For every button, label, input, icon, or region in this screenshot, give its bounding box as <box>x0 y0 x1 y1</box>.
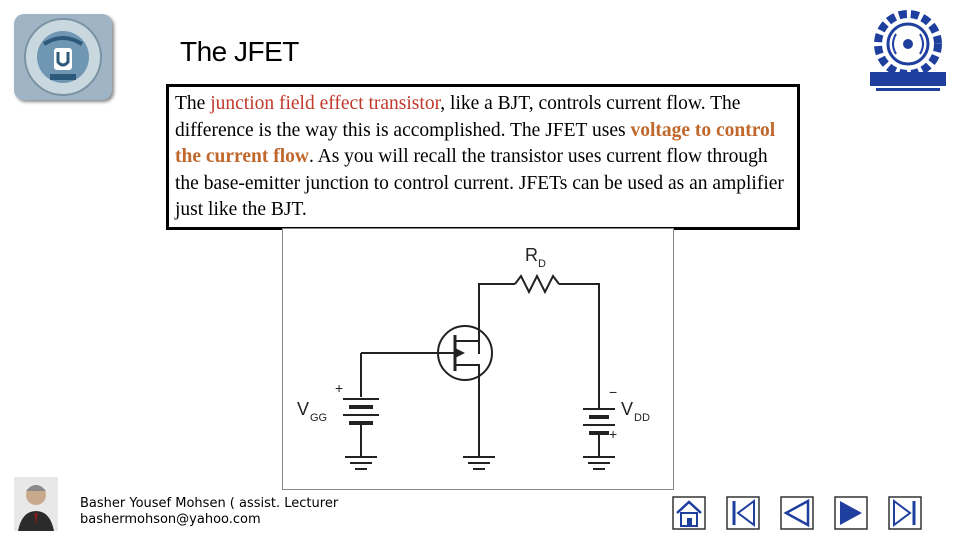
jfet-circuit-diagram: R D V GG + V DD − + <box>282 228 674 490</box>
first-slide-button[interactable] <box>726 496 760 530</box>
college-logo <box>866 8 950 94</box>
next-slide-icon <box>834 496 868 530</box>
rd-subscript: D <box>538 258 546 270</box>
slide-title: The JFET <box>180 36 299 67</box>
highlight-voltage-control: voltage to control the current flow <box>175 119 776 168</box>
rd-resistor <box>514 273 560 295</box>
previous-slide-icon <box>780 496 814 530</box>
author-email[interactable]: bashermohson@yahoo.com <box>80 512 261 527</box>
text-run: , like a BJT, controls current flow. The… <box>175 93 741 141</box>
previous-slide-button[interactable] <box>780 496 814 530</box>
text-run: . As you will recall the transistor uses… <box>175 146 784 220</box>
vdd-minus-sign: − <box>609 384 617 400</box>
description-box: The junction field effect transistor, li… <box>166 84 800 230</box>
text-run: The <box>175 93 211 114</box>
highlight-jfet-term: junction field effect transistor <box>210 93 441 114</box>
description-paragraph: The junction field effect transistor, li… <box>175 91 793 224</box>
rd-label: R <box>525 245 538 265</box>
vdd-label: V <box>621 399 633 419</box>
author-info: Basher Yousef Mohsen ( assist. Lecturer … <box>80 496 338 528</box>
university-logo <box>14 14 112 100</box>
vgg-plus-sign: + <box>335 380 343 396</box>
last-slide-icon <box>888 496 922 530</box>
vdd-plus-sign: + <box>609 426 617 442</box>
author-name: Basher Yousef Mohsen ( assist. Lecturer <box>80 496 339 511</box>
home-button[interactable] <box>672 496 706 530</box>
home-icon <box>672 496 706 530</box>
last-slide-button[interactable] <box>888 496 922 530</box>
vgg-label: V <box>297 399 309 419</box>
vgg-subscript: GG <box>310 412 327 424</box>
next-slide-button[interactable] <box>834 496 868 530</box>
first-slide-icon <box>726 496 760 530</box>
vdd-subscript: DD <box>634 412 650 424</box>
author-photo <box>14 477 58 531</box>
